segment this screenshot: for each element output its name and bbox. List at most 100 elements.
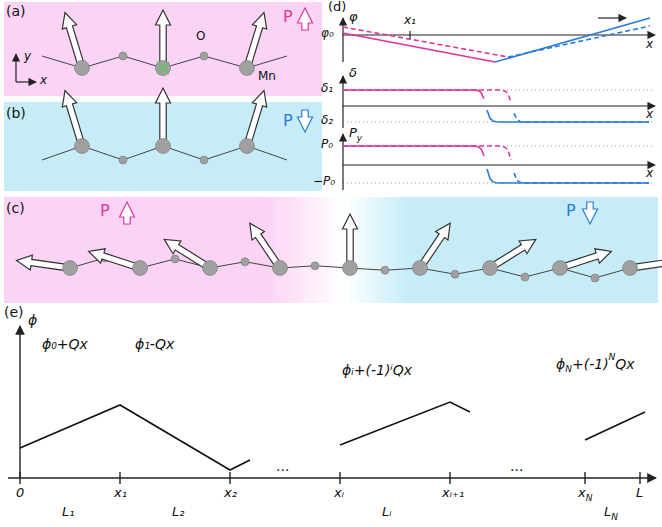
curve xyxy=(343,146,484,156)
line xyxy=(598,17,626,18)
line xyxy=(157,62,169,74)
line xyxy=(8,477,656,478)
atom xyxy=(521,273,529,281)
atom xyxy=(273,261,288,276)
label: N xyxy=(565,364,572,374)
sawtooth xyxy=(20,405,250,470)
label: x₁ xyxy=(114,486,127,501)
atom xyxy=(171,255,179,263)
atom xyxy=(591,274,599,282)
line xyxy=(229,472,230,484)
label: −P₀ xyxy=(313,175,335,189)
atom xyxy=(75,139,90,154)
label: xᵢ₊₁ xyxy=(442,486,464,501)
line xyxy=(342,76,343,128)
line xyxy=(343,34,655,35)
spin-arrow xyxy=(298,8,313,30)
panel-c-ground xyxy=(4,197,658,303)
label: x xyxy=(646,108,653,122)
bond xyxy=(70,258,630,278)
curve xyxy=(343,27,508,57)
atom xyxy=(63,261,78,276)
label: x xyxy=(40,74,47,88)
sawtooth xyxy=(585,412,645,440)
label: ϕ xyxy=(28,312,37,328)
label: ϕᵢ+(-1)ⁱQx xyxy=(342,362,412,378)
atom xyxy=(240,61,255,76)
label: φ₀ xyxy=(321,27,334,41)
line xyxy=(342,18,343,62)
line xyxy=(409,31,410,39)
atom xyxy=(381,266,389,274)
line xyxy=(16,81,36,82)
curve xyxy=(514,113,649,122)
line xyxy=(584,472,585,484)
label: P xyxy=(349,126,357,141)
label: ϕ₀+Qx xyxy=(42,336,88,352)
line xyxy=(639,472,640,484)
label: ... xyxy=(510,458,523,474)
label: L₂ xyxy=(172,505,184,520)
atom xyxy=(133,261,148,276)
spin-arrow xyxy=(298,110,313,132)
label: δ₂ xyxy=(321,114,333,128)
label: y xyxy=(24,50,31,64)
atom xyxy=(156,139,171,154)
line xyxy=(157,62,169,74)
curve xyxy=(508,26,650,57)
label: x xyxy=(578,486,586,501)
label: Lᵢ xyxy=(382,505,392,520)
line xyxy=(19,472,20,484)
label: N xyxy=(609,352,616,362)
panel-a-ground xyxy=(4,2,322,96)
label: L xyxy=(636,486,643,501)
label: ... xyxy=(276,458,289,474)
label: N xyxy=(611,512,618,522)
label: (e) xyxy=(4,304,24,320)
curve xyxy=(343,33,495,62)
atom xyxy=(413,261,428,276)
label: (a) xyxy=(6,3,26,19)
atom xyxy=(623,261,638,276)
line xyxy=(119,472,120,484)
curve xyxy=(343,146,511,160)
label: (d) xyxy=(328,0,346,15)
atom xyxy=(343,261,358,276)
label: L₁ xyxy=(62,505,74,520)
label: N xyxy=(586,493,593,503)
curve xyxy=(514,173,649,183)
atom xyxy=(553,261,568,276)
line xyxy=(343,164,655,165)
curve xyxy=(343,90,484,99)
line xyxy=(343,105,655,106)
line xyxy=(19,326,20,478)
atom xyxy=(241,258,249,266)
atom xyxy=(156,61,171,76)
label: Qx xyxy=(615,356,634,372)
line xyxy=(342,134,343,190)
atom xyxy=(311,262,319,270)
label: P₀ xyxy=(321,138,333,152)
label: x xyxy=(646,38,653,52)
curve xyxy=(487,110,649,122)
spin-arrow xyxy=(156,88,171,146)
label: O xyxy=(196,30,205,44)
atom xyxy=(119,52,127,60)
label: L xyxy=(604,505,611,520)
label: ϕ xyxy=(556,356,565,372)
atom xyxy=(483,261,498,276)
atom xyxy=(119,156,127,164)
curve xyxy=(495,18,650,62)
label: P xyxy=(283,8,293,26)
label: +(-1) xyxy=(572,356,609,372)
label: x₂ xyxy=(224,486,237,501)
sawtooth xyxy=(340,402,470,445)
atom xyxy=(75,61,90,76)
label: δ₁ xyxy=(321,82,333,96)
label: (b) xyxy=(6,105,26,121)
label: ϕ₁-Qx xyxy=(135,336,174,352)
label: P xyxy=(100,202,110,220)
label: P xyxy=(566,202,576,220)
spin-arrow xyxy=(583,202,598,224)
